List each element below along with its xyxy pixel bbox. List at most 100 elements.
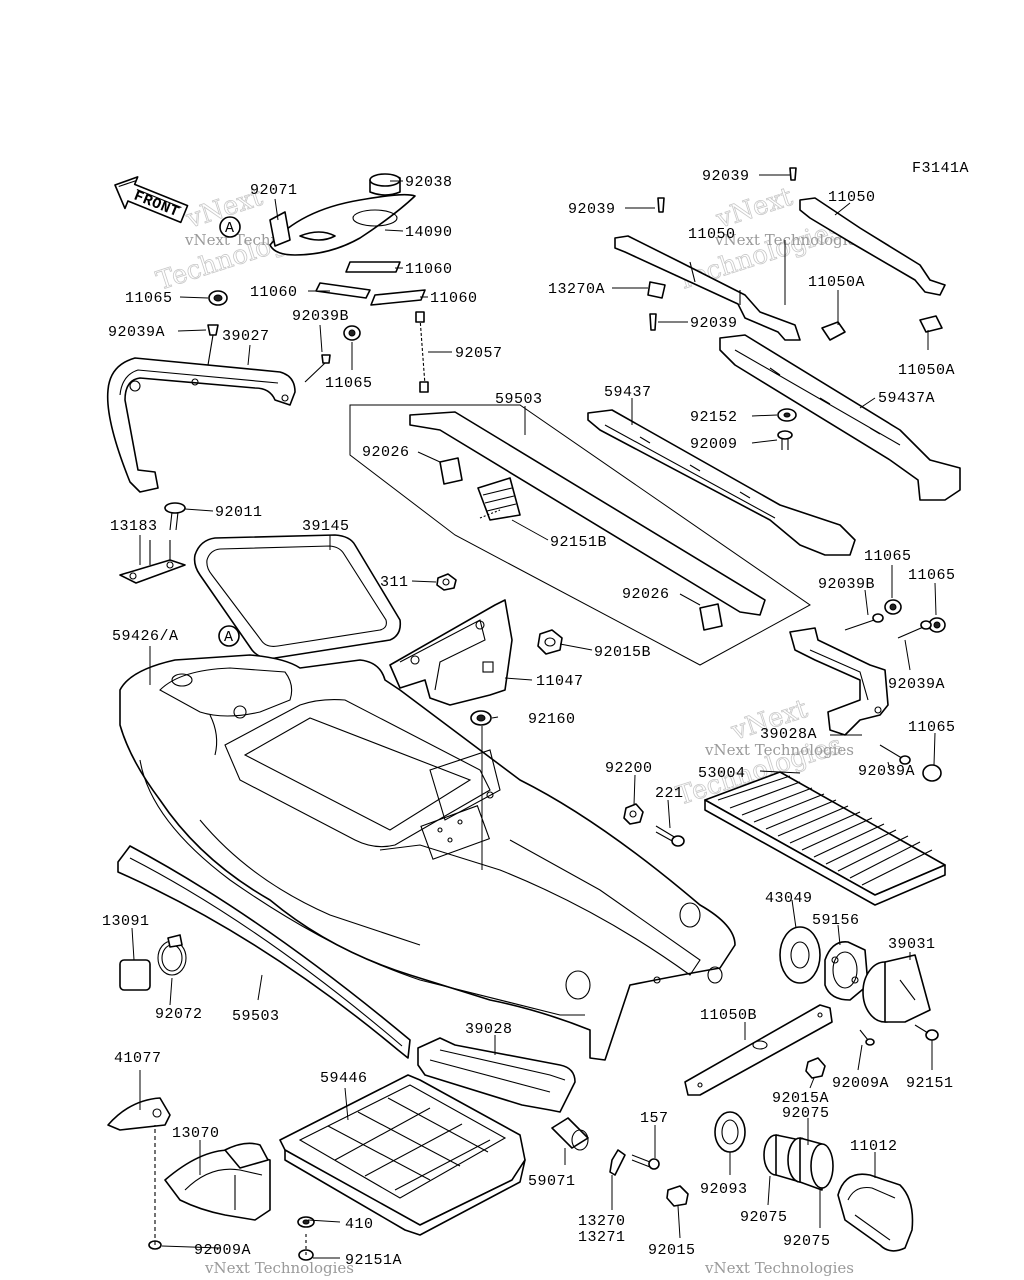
svg-text:vNext Technologies: vNext Technologies bbox=[714, 231, 864, 249]
screw-92009 bbox=[777, 430, 793, 450]
screw-92009a-right bbox=[859, 1029, 875, 1046]
leader-lines bbox=[131, 174, 937, 1259]
label-11065: 11065 bbox=[864, 548, 912, 565]
svg-text:A: A bbox=[224, 629, 234, 646]
hatch-cover-14090 bbox=[269, 193, 416, 256]
figure-code: F3141A bbox=[912, 160, 969, 177]
label-92151a: 92151A bbox=[345, 1252, 402, 1269]
label-59071: 59071 bbox=[528, 1173, 576, 1190]
screw-92009a bbox=[148, 1125, 162, 1250]
label-43049: 43049 bbox=[765, 890, 813, 907]
label-11050: 11050 bbox=[688, 226, 736, 243]
duct-13070 bbox=[164, 1142, 271, 1221]
bellows-92075 bbox=[763, 1134, 834, 1191]
rail-11050b bbox=[684, 1004, 833, 1096]
label-13091: 13091 bbox=[102, 913, 150, 930]
label-92160: 92160 bbox=[528, 711, 576, 728]
label-92039b: 92039B bbox=[292, 308, 349, 325]
fitting-59071 bbox=[551, 1117, 589, 1151]
label-92039: 92039 bbox=[690, 315, 738, 332]
pad-11060 bbox=[315, 261, 426, 306]
clip-11050a bbox=[821, 315, 943, 341]
label-13271: 13271 bbox=[578, 1229, 626, 1246]
label-11065: 11065 bbox=[908, 719, 956, 736]
label-92015b: 92015B bbox=[594, 644, 651, 661]
label-13183: 13183 bbox=[110, 518, 158, 535]
label-11060: 11060 bbox=[405, 261, 453, 278]
label-11060: 11060 bbox=[430, 290, 478, 307]
plate-43049 bbox=[779, 926, 821, 984]
nut-92200 bbox=[623, 803, 644, 825]
label-92075: 92075 bbox=[783, 1233, 831, 1250]
nut-311 bbox=[436, 573, 457, 591]
bolt-92039b-right bbox=[844, 613, 884, 631]
bolt-92039a bbox=[207, 324, 219, 366]
label-92072: 92072 bbox=[155, 1006, 203, 1023]
clip-13270a bbox=[647, 281, 666, 299]
screw-157 bbox=[631, 1154, 660, 1170]
label-59437a: 59437A bbox=[878, 390, 935, 407]
label-92015: 92015 bbox=[648, 1242, 696, 1259]
label-39031: 39031 bbox=[888, 936, 936, 953]
label-11050a: 11050A bbox=[808, 274, 865, 291]
label-11065: 11065 bbox=[125, 290, 173, 307]
label-92071: 92071 bbox=[250, 182, 298, 199]
label-11012: 11012 bbox=[850, 1138, 898, 1155]
front-arrow-icon: FRONT bbox=[114, 176, 189, 224]
label-11050a: 11050A bbox=[898, 362, 955, 379]
label-157: 157 bbox=[640, 1110, 669, 1127]
screw-221 bbox=[655, 825, 685, 847]
label-92200: 92200 bbox=[605, 760, 653, 777]
label-92057: 92057 bbox=[455, 345, 503, 362]
label-11047: 11047 bbox=[536, 673, 584, 690]
label-92075: 92075 bbox=[782, 1105, 830, 1122]
washer-92152 bbox=[777, 408, 797, 422]
label-59446: 59446 bbox=[320, 1070, 368, 1087]
label-11050: 11050 bbox=[828, 189, 876, 206]
bracket-92071 bbox=[269, 211, 291, 247]
label-59156: 59156 bbox=[812, 912, 860, 929]
label-92039b: 92039B bbox=[818, 576, 875, 593]
housing-59156 bbox=[824, 941, 869, 1001]
label-92026: 92026 bbox=[362, 444, 410, 461]
washer-410 bbox=[297, 1216, 315, 1228]
screw-92011 bbox=[164, 502, 186, 531]
label-39028a: 39028A bbox=[760, 726, 817, 743]
plate-13183 bbox=[119, 540, 186, 584]
label-221: 221 bbox=[655, 785, 684, 802]
cap-13091 bbox=[119, 959, 151, 991]
label-92009a: 92009A bbox=[832, 1075, 889, 1092]
bumper-59503 bbox=[117, 845, 411, 1059]
label-92093: 92093 bbox=[700, 1181, 748, 1198]
step-39028 bbox=[417, 1037, 576, 1113]
label-39028: 39028 bbox=[465, 1021, 513, 1038]
pin-92039 bbox=[649, 167, 797, 331]
label-92011: 92011 bbox=[215, 504, 263, 521]
part-labels: 92071 92038 14090 11060 11060 11060 1106… bbox=[102, 168, 956, 1269]
clamp-13270 bbox=[609, 1149, 626, 1176]
strip-box-59503 bbox=[349, 404, 811, 666]
label-59437: 59437 bbox=[604, 384, 652, 401]
label-13070: 13070 bbox=[172, 1125, 220, 1142]
label-92009: 92009 bbox=[690, 436, 738, 453]
grommet-11065 bbox=[208, 290, 946, 782]
label-92151: 92151 bbox=[906, 1075, 954, 1092]
label-92039a: 92039A bbox=[858, 763, 915, 780]
label-13270: 13270 bbox=[578, 1213, 626, 1230]
label-59503: 59503 bbox=[232, 1008, 280, 1025]
svg-text:vNext Technologies: vNext Technologies bbox=[704, 741, 854, 759]
svg-text:vNext Technologies: vNext Technologies bbox=[704, 1259, 854, 1277]
clamp-92072 bbox=[157, 934, 187, 976]
mat-53004 bbox=[704, 771, 946, 906]
label-53004: 53004 bbox=[698, 765, 746, 782]
bolt-92039b bbox=[304, 354, 331, 383]
cone-39031 bbox=[862, 954, 931, 1023]
ring-92093 bbox=[714, 1111, 746, 1153]
screw-92151a bbox=[298, 1232, 314, 1261]
label-39027: 39027 bbox=[222, 328, 270, 345]
lanyard-92057 bbox=[415, 311, 429, 393]
label-92039a: 92039A bbox=[888, 676, 945, 693]
svg-text:vNext Technologies: vNext Technologies bbox=[204, 1259, 354, 1277]
label-92026: 92026 bbox=[622, 586, 670, 603]
